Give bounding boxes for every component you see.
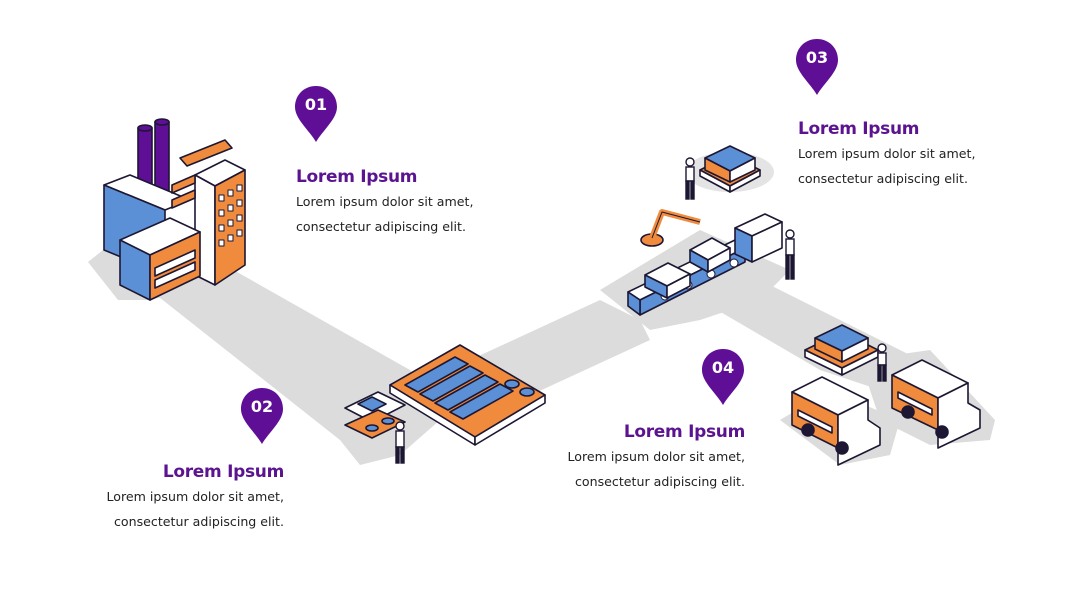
factory-illustration	[103, 118, 246, 301]
step-title: Lorem Ipsum	[296, 167, 418, 187]
step-description-line: Lorem ipsum dolor sit amet,	[798, 146, 976, 161]
step-title: Lorem Ipsum	[162, 462, 284, 482]
step-description: Lorem ipsum dolor sit amet, consectetur …	[798, 141, 976, 191]
robot-arm-conveyor-illustration	[627, 209, 783, 316]
step-description-line: consectetur adipiscing elit.	[296, 219, 466, 234]
pallet-boxes-illustration	[804, 324, 879, 376]
step-description-line: consectetur adipiscing elit.	[798, 171, 968, 186]
worker-figure-illustration	[685, 157, 695, 200]
worker-figure-illustration	[877, 343, 887, 382]
step-description-line: consectetur adipiscing elit.	[575, 474, 745, 489]
delivery-truck-illustration	[791, 376, 881, 466]
worker-figure-illustration	[785, 229, 795, 280]
step-number: 01	[304, 95, 328, 114]
map-pin-icon: 03	[794, 37, 840, 97]
map-pin-icon: 01	[293, 84, 339, 144]
step-number: 03	[805, 48, 829, 67]
step-number: 04	[711, 358, 735, 377]
step-description-line: Lorem ipsum dolor sit amet,	[106, 489, 285, 504]
step-description: Lorem ipsum dolor sit amet, consectetur …	[520, 444, 746, 494]
delivery-truck-illustration	[891, 359, 981, 449]
step-title: Lorem Ipsum	[623, 422, 745, 442]
step-description-line: Lorem ipsum dolor sit amet,	[567, 449, 746, 464]
warehouse-racks-illustration	[344, 344, 546, 446]
worker-figure-illustration	[395, 421, 405, 464]
step-title: Lorem Ipsum	[798, 119, 920, 139]
step-description: Lorem ipsum dolor sit amet, consectetur …	[60, 484, 285, 534]
step-number: 02	[250, 397, 274, 416]
pallet-boxes-illustration	[686, 145, 774, 193]
step-description-line: consectetur adipiscing elit.	[114, 514, 284, 529]
map-pin-icon: 02	[239, 386, 285, 446]
step-description: Lorem ipsum dolor sit amet, consectetur …	[296, 189, 474, 239]
map-pin-icon: 04	[700, 347, 746, 407]
step-description-line: Lorem ipsum dolor sit amet,	[296, 194, 474, 209]
